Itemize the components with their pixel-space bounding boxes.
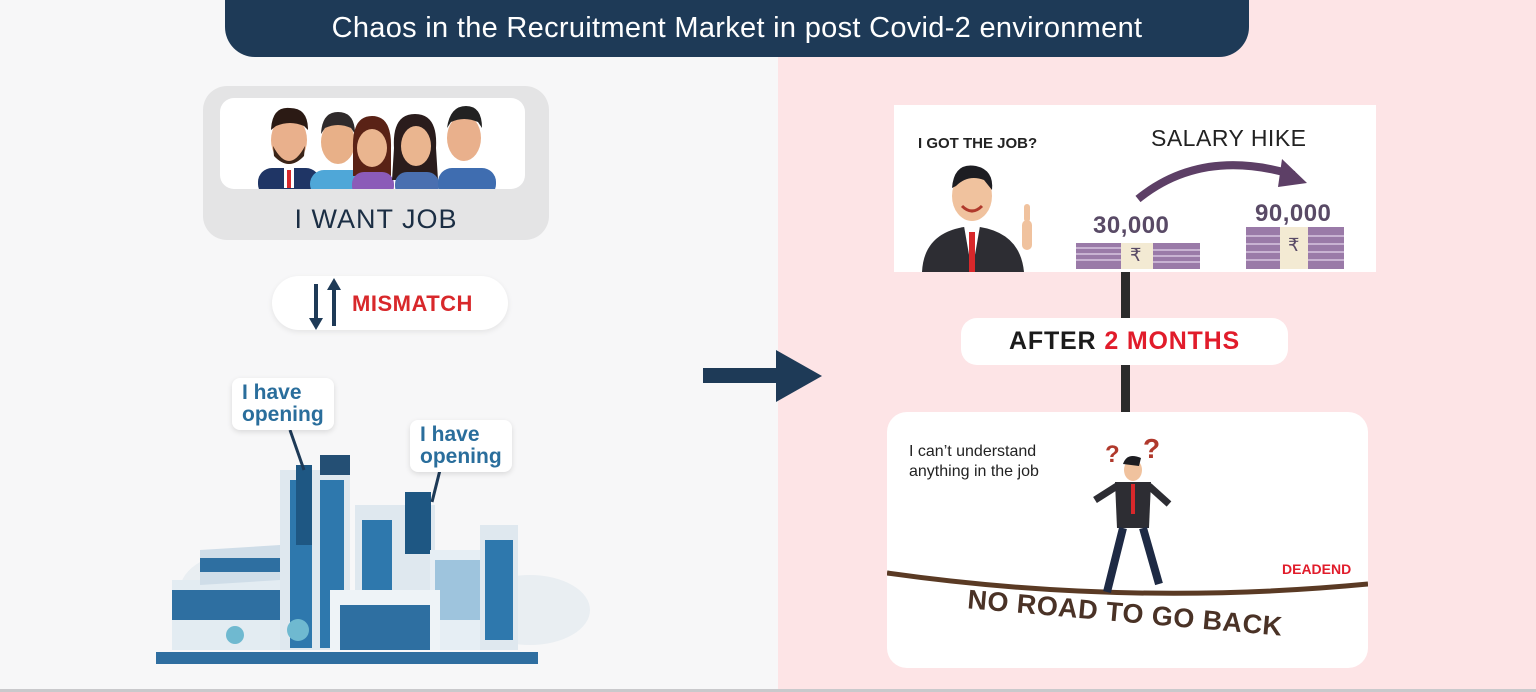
- people-group-icon: [258, 106, 496, 189]
- rupee-symbol-2: ₹: [1288, 235, 1300, 255]
- new-salary: 90,000: [1255, 200, 1332, 227]
- old-salary: 30,000: [1093, 212, 1170, 239]
- svg-text:?: ?: [1143, 433, 1160, 464]
- mismatch-label: MISMATCH: [352, 291, 473, 316]
- opening-bubble-2: I have opening: [410, 420, 512, 472]
- bubble-2-line-2: opening: [420, 445, 502, 468]
- bottom-divider: [0, 689, 1536, 692]
- job-seeker-label: I WANT JOB: [294, 204, 458, 234]
- up-down-arrows-icon: [309, 278, 341, 330]
- after-prefix: AFTER: [1009, 327, 1097, 355]
- title-banner: Chaos in the Recruitment Market in post …: [225, 0, 1249, 57]
- salary-hike-caption: SALARY HIKE: [1151, 125, 1307, 151]
- job-seekers-card: I WANT JOB: [203, 86, 549, 240]
- confused-man-on-rope-illustration: ? ?: [887, 433, 1368, 596]
- svg-text:?: ?: [1105, 441, 1120, 468]
- money-stack-large-icon: [1246, 227, 1344, 269]
- opening-bubble-1: I have opening: [232, 378, 334, 430]
- page-title: Chaos in the Recruitment Market in post …: [331, 12, 1143, 44]
- happy-businessman-icon: [922, 165, 1032, 272]
- got-job-caption: I GOT THE JOB?: [918, 135, 1038, 152]
- curved-arrow-icon: [1135, 159, 1307, 203]
- bubble-1-line-2: opening: [242, 403, 324, 426]
- right-arrow-icon: [703, 350, 822, 402]
- mismatch-badge: MISMATCH: [272, 276, 508, 330]
- salary-hike-panel: I GOT THE JOB? SALARY HIKE 30,000 90,000…: [894, 105, 1376, 272]
- bubble-2-line-1: I have: [420, 423, 480, 446]
- deadend-card: I can’t understand anything in the job ?…: [887, 412, 1368, 668]
- bubble-1-line-1: I have: [242, 381, 302, 404]
- money-stack-small-icon: [1076, 243, 1200, 269]
- rupee-symbol-1: ₹: [1130, 245, 1142, 265]
- confused-line-1: I can’t understand: [909, 443, 1037, 460]
- confused-caption: I can’t understand anything in the job: [909, 442, 1079, 482]
- confused-line-2: anything in the job: [909, 463, 1039, 480]
- after-two-months-badge: AFTER 2 MONTHS: [961, 318, 1288, 365]
- office-buildings-illustration: [156, 430, 590, 664]
- after-highlight: 2 MONTHS: [1104, 327, 1240, 355]
- job-seekers-illustration: [220, 98, 525, 189]
- deadend-label: DEADEND: [1282, 561, 1352, 577]
